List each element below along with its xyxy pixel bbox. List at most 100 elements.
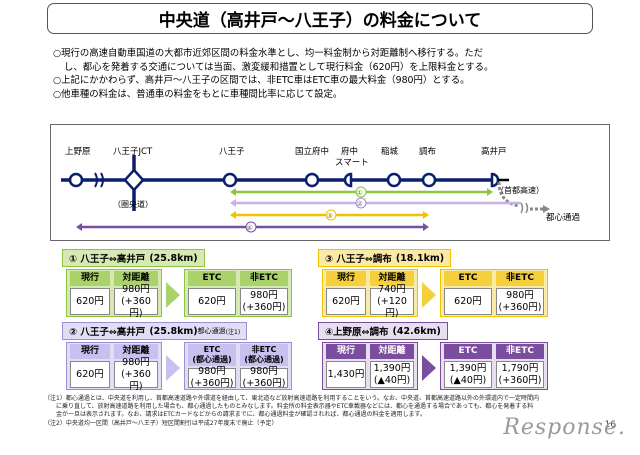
value-current-line: 620円 xyxy=(76,368,104,380)
header-non-etc: 非ETC xyxy=(496,344,544,359)
station-label-chofu: 調布 xyxy=(419,146,436,157)
node-fuchu-smart xyxy=(343,172,353,188)
station-label-takaido: 高井戸 xyxy=(481,146,507,157)
watermark-logo: Response. xyxy=(503,415,626,440)
section-route: ② 八王子⇔高井戸 xyxy=(69,327,146,338)
section-distance: (25.8km) xyxy=(149,252,198,264)
value-current: 620円 xyxy=(326,288,366,315)
station-label-fuchu: 府中 xyxy=(341,146,358,157)
value-non-etc-line: (+360円) xyxy=(242,378,286,389)
value-etc: 1,390円(▲40円) xyxy=(444,361,492,388)
section-route: ① 八王子⇔高井戸 xyxy=(69,254,146,265)
note-line: （注1）都心通過とは、中央道を利用し、首都高速道路や外環道を経由して、東北道など… xyxy=(44,395,539,402)
value-non-etc-line: (+360円) xyxy=(498,374,542,386)
section-route: ③ 八王子⇔調布 xyxy=(325,254,392,265)
value-distance: 740円(+120円) xyxy=(370,284,414,319)
header-etc-line: (都心通過) xyxy=(192,355,232,364)
header-non-etc: 非ETC(都心通過) xyxy=(240,344,288,366)
header-etc: ETC xyxy=(444,344,492,359)
section-route: ④上野原⇔調布 xyxy=(325,327,389,338)
toshin-label: 都心通過 xyxy=(546,212,581,223)
value-distance-line: 980円 xyxy=(122,356,150,368)
header-current-line: 現行 xyxy=(336,273,355,283)
value-current-line: 1,430円 xyxy=(327,368,365,380)
station-label-kunitachi-fuchu: 国立府中 xyxy=(295,146,329,157)
section-heading: ① 八王子⇔高井戸(25.8km) xyxy=(62,249,205,267)
note-line: （注2）中央道均一区間（高井戸～八王子）短区間割引は平成27年度末で廃止（予定） xyxy=(44,419,278,427)
bullet-list: ○現行の高速自動車国道の大都市近郊区間の料金水準とし、均一料金制から対距離制へ移… xyxy=(53,47,613,101)
section-heading: ② 八王子⇔高井戸(25.8km)都心通過(注1) xyxy=(62,322,248,340)
arrow-right-icon xyxy=(166,355,180,381)
header-distance: 対距離 xyxy=(370,344,414,359)
value-etc-line: 1,390円 xyxy=(449,362,487,374)
station-label-hachioji-jct: 八王子JCT xyxy=(113,147,153,157)
header-etc-line: ETC xyxy=(458,273,478,283)
value-non-etc-line: 980円 xyxy=(506,289,534,301)
value-non-etc: 980円(+360円) xyxy=(240,288,288,315)
value-current-line: 620円 xyxy=(76,295,104,307)
node-hachioji xyxy=(222,172,238,188)
value-distance: 980円(+360円) xyxy=(114,357,158,392)
station-label-hachioji: 八王子 xyxy=(219,147,245,157)
header-current-line: 現行 xyxy=(336,346,355,356)
header-etc: ETC xyxy=(444,271,492,286)
arrow-right-icon xyxy=(422,282,436,308)
value-non-etc-line: 980円 xyxy=(250,366,278,377)
header-current-line: 現行 xyxy=(80,273,99,283)
header-non-etc-line: 非ETC xyxy=(250,273,278,283)
station-label-smart: スマート xyxy=(335,158,369,168)
value-etc: 980円(+360円) xyxy=(188,366,236,389)
arrow-right-icon xyxy=(166,282,180,308)
header-distance: 対距離 xyxy=(114,344,158,359)
route-diagram: 上野原 八王子JCT 八王子 国立府中 府中 スマート 稲城 調布 高井戸 （首… xyxy=(50,124,610,241)
svg-text:③: ③ xyxy=(327,212,333,220)
header-etc-line: ETC xyxy=(203,345,221,354)
header-distance-line: 対距離 xyxy=(378,346,406,356)
shuto-label: （首都高速） xyxy=(496,185,544,195)
header-etc-line: ETC xyxy=(202,273,222,283)
header-non-etc: 非ETC xyxy=(496,271,544,286)
header-distance: 対距離 xyxy=(370,271,414,286)
bullet-1-line-1: ○現行の高速自動車国道の大都市近郊区間の料金水準とし、均一料金制から対距離制へ移… xyxy=(53,48,484,59)
range-arrow-1: ① xyxy=(230,186,493,198)
node-hachioji-jct xyxy=(123,168,145,192)
header-non-etc-line: 非ETC xyxy=(251,345,277,354)
header-current: 現行 xyxy=(326,344,366,359)
route-diagram-svg: 上野原 八王子JCT 八王子 国立府中 府中 スマート 稲城 調布 高井戸 （首… xyxy=(61,146,581,233)
section-heading: ④上野原⇔調布(42.6km) xyxy=(318,322,448,340)
section-note: (注1) xyxy=(225,328,241,336)
value-etc-line: 620円 xyxy=(454,295,482,307)
value-distance-line: (▲40円) xyxy=(373,374,411,386)
bullet-2: ○上記にかかわらず、高井戸～八王子の区間では、非ETC車はETC車の最大料金（9… xyxy=(53,75,470,86)
value-non-etc-line: (+360円) xyxy=(498,301,542,313)
page-number: 16 xyxy=(604,420,616,430)
value-current: 620円 xyxy=(70,361,110,388)
note-line: 金が一旦は表示されます。なお、請求はETCカードなどからの請求までに、都心通過料… xyxy=(44,411,426,419)
value-etc-line: 980円 xyxy=(198,366,226,377)
range-arrow-2: ② xyxy=(230,197,521,209)
value-etc-line: (+360円) xyxy=(190,378,234,389)
shuto-branch xyxy=(497,181,520,208)
header-distance-line: 対距離 xyxy=(378,273,406,283)
range-arrow-3: ③ xyxy=(230,209,429,221)
header-current: 現行 xyxy=(70,344,110,359)
node-chofu xyxy=(421,172,437,188)
header-etc-line: ETC xyxy=(458,346,478,356)
section-heading: ③ 八王子⇔調布(18.1km) xyxy=(318,249,452,267)
header-etc: ETC xyxy=(188,271,236,286)
header-distance-line: 対距離 xyxy=(122,273,150,283)
svg-text:②: ② xyxy=(357,200,363,208)
section-sub: 都心通過 xyxy=(197,327,226,335)
value-distance-line: (+120円) xyxy=(377,295,407,319)
station-label-uenohara: 上野原 xyxy=(65,147,91,157)
value-distance: 980円(+360円) xyxy=(114,284,158,319)
value-distance-line: (+360円) xyxy=(121,368,151,392)
arrow-right-icon xyxy=(422,355,436,381)
value-distance-line: 980円 xyxy=(122,283,150,295)
header-current-line: 現行 xyxy=(80,346,99,356)
value-non-etc-line: (+360円) xyxy=(242,301,286,313)
